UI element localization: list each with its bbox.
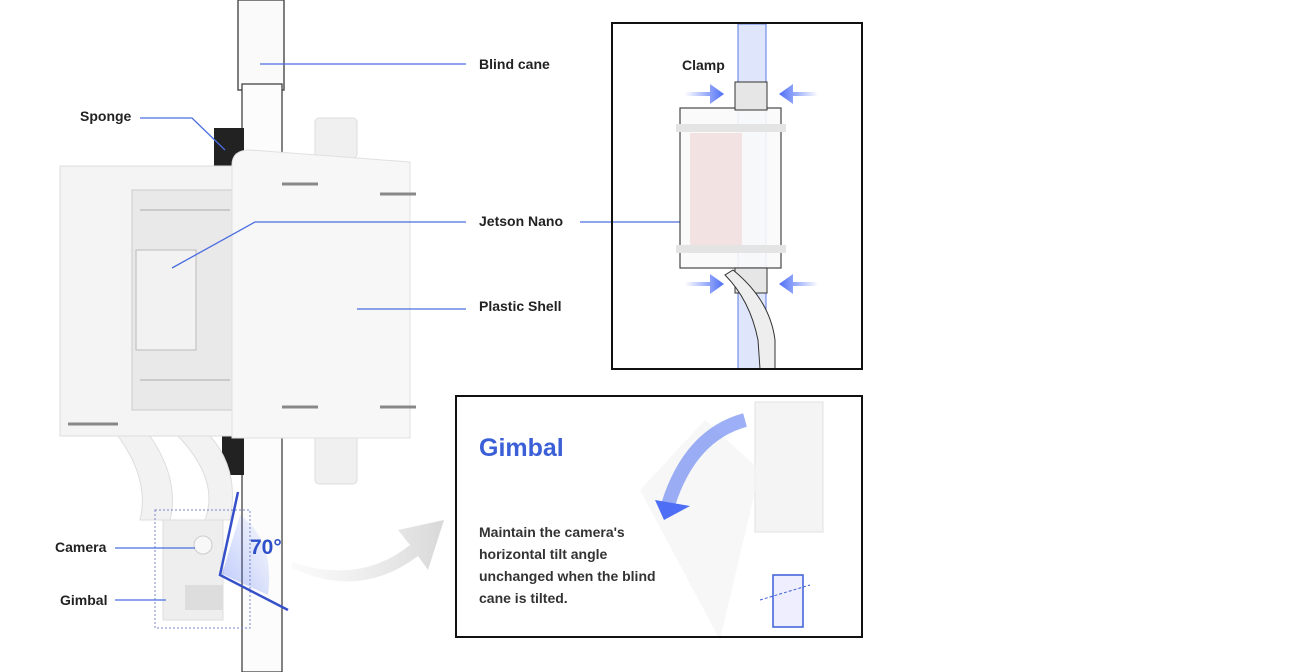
gimbal-panel-title: Gimbal <box>479 434 564 462</box>
label-gimbal: Gimbal <box>60 592 108 608</box>
label-clamp: Clamp <box>682 57 725 73</box>
gimbal-panel-description: Maintain the camera's horizontal tilt an… <box>479 524 656 606</box>
label-jetson-nano: Jetson Nano <box>479 213 564 229</box>
label-camera: Camera <box>55 539 107 555</box>
label-blind-cane: Blind cane <box>479 56 550 72</box>
label-sponge: Sponge <box>80 108 132 124</box>
clamp-diagram <box>676 23 818 370</box>
gimbal-tilt-diagram <box>640 401 824 640</box>
gimbal-panel <box>455 395 863 638</box>
jetson-nano-box <box>59 165 239 437</box>
tilt-angle-label: 70° <box>250 536 282 559</box>
clamp-panel <box>611 22 863 370</box>
label-plastic-shell: Plastic Shell <box>479 298 562 314</box>
transition-arrow <box>292 520 444 582</box>
